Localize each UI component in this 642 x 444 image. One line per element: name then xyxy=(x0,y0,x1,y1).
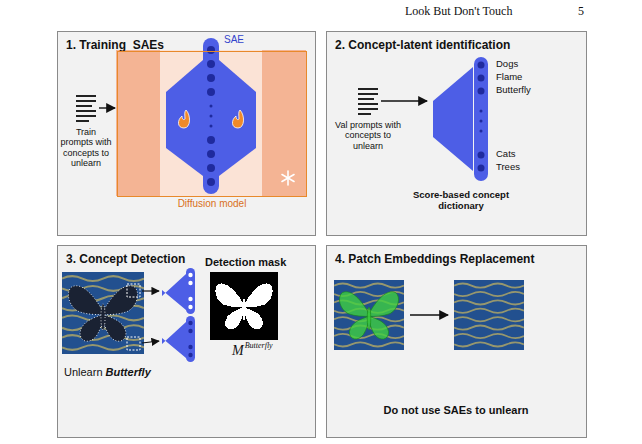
diffusion-model-box: Diffusion model xyxy=(117,51,307,197)
encoder-shape xyxy=(429,55,493,183)
node-text: 2. Concept-latent identification xyxy=(335,38,510,52)
math-symbol: M xyxy=(232,343,244,359)
latent-dots xyxy=(207,46,215,186)
panel-ground xyxy=(326,245,587,438)
replace-arrow xyxy=(410,314,448,315)
panel-ground xyxy=(326,31,587,236)
model-block xyxy=(262,50,306,196)
flow-arrow xyxy=(99,107,115,108)
flow-arrow xyxy=(381,100,427,101)
latent-dots xyxy=(188,321,192,357)
sae-encoder xyxy=(162,322,186,358)
node-text: 3. Concept Detection xyxy=(66,252,185,266)
input-image xyxy=(334,280,404,350)
input-image xyxy=(62,272,144,354)
prompt-document: Val prompts with concepts to unlearn xyxy=(335,86,401,151)
sae-encoder xyxy=(166,60,203,176)
sae-decoder xyxy=(219,60,256,176)
panel-ground xyxy=(57,245,316,438)
trainable-icon xyxy=(232,110,243,128)
panel: 1. Training SAEsTrain prompts with conce… xyxy=(57,31,316,236)
node-text: Score-based concept dictionary xyxy=(396,189,526,212)
document-icon xyxy=(75,93,97,123)
patch xyxy=(127,284,140,297)
panel: 3. Concept Detection xyxy=(57,245,316,438)
concept-label: Cats xyxy=(496,148,516,159)
sae-encoder: Score-based concept dictionary xyxy=(429,55,493,183)
image-caption: Unlearn xyxy=(64,366,103,378)
butterfly xyxy=(68,286,137,341)
prompt-document: Train prompts with concepts to unlearn xyxy=(60,93,112,168)
latent-dots xyxy=(188,273,192,309)
sae-latents xyxy=(186,316,195,362)
patch-arrow xyxy=(142,341,159,343)
node-text: Train prompts with concepts to unlearn xyxy=(60,127,112,168)
node-text: Val prompts with concepts to unlearn xyxy=(335,120,401,151)
sae-latents xyxy=(203,38,219,194)
concept-label: Flame xyxy=(496,71,522,82)
sae-latents xyxy=(186,268,195,314)
sae-encoder xyxy=(162,274,186,310)
concept-label: Trees xyxy=(496,161,520,172)
page-number: 5 xyxy=(578,4,584,19)
model-block xyxy=(116,50,160,196)
concept-label: Butterfly xyxy=(496,84,531,95)
detection-mask xyxy=(210,272,278,340)
trainable-icon xyxy=(178,110,189,128)
node-text: 1. Training SAEs xyxy=(66,38,164,52)
masked-butterfly xyxy=(339,292,398,339)
output-image xyxy=(454,280,524,350)
document-icon xyxy=(357,86,379,116)
node-text: Diffusion model xyxy=(98,198,326,209)
mask-shape xyxy=(215,283,272,329)
module-label: SAE xyxy=(224,34,244,45)
concept-label: Dogs xyxy=(496,58,518,69)
concept-name: Butterfly xyxy=(106,366,151,378)
patch-arrow xyxy=(142,290,159,291)
panel: 2. Concept-latent identificationVal prom… xyxy=(326,31,587,236)
running-header: Look But Don't Touch xyxy=(405,4,512,19)
patch xyxy=(127,337,140,350)
math-superscript: Butterfly xyxy=(245,341,273,350)
image-caption: Detection mask xyxy=(205,256,286,268)
frozen-icon xyxy=(282,171,294,185)
node-text: 4. Patch Embeddings Replacement xyxy=(335,252,534,266)
panel-note: Do not use SAEs to unlearn xyxy=(356,404,556,416)
